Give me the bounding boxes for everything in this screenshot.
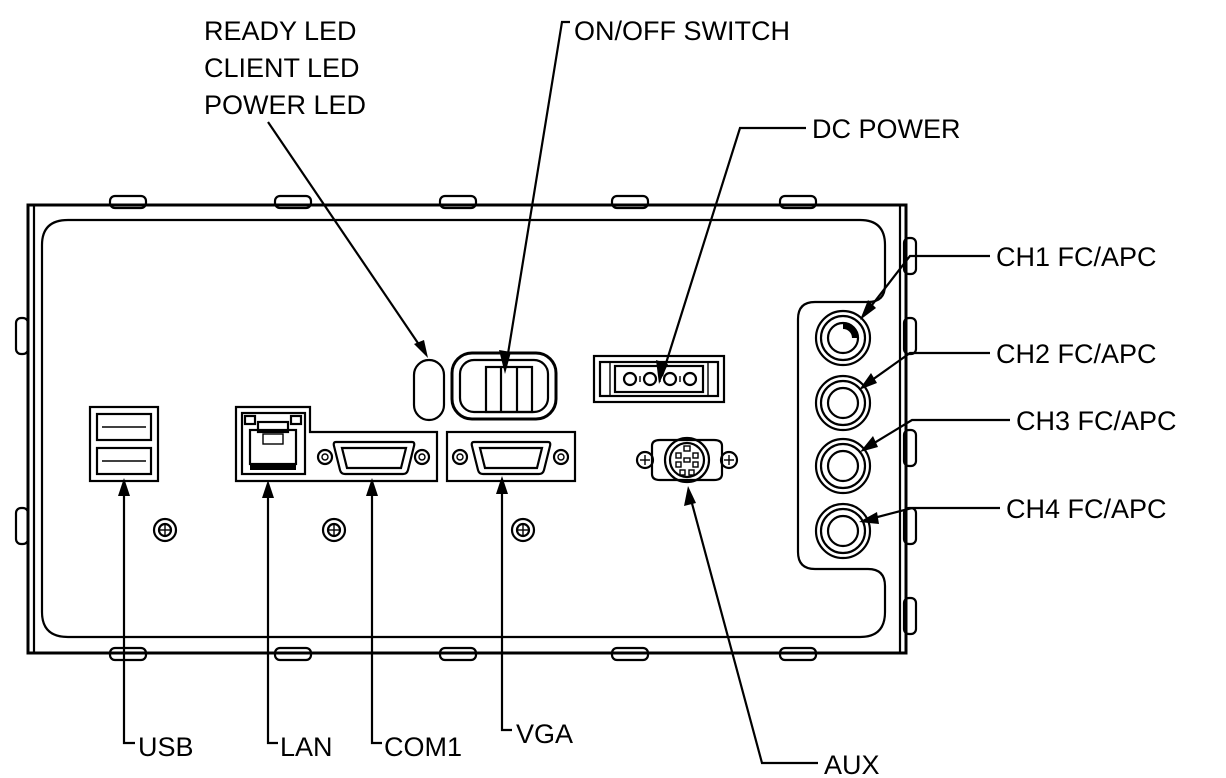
label-vga: VGA [516,719,573,749]
on-off-switch[interactable] [450,351,558,421]
label-client-led: CLIENT LED [204,53,360,83]
aux-port[interactable] [635,436,739,484]
led-window [412,358,446,422]
fc-apc-connector-ch1[interactable] [814,309,872,367]
label-dc-power: DC POWER [812,114,961,144]
label-on-off-switch: ON/OFF SWITCH [574,16,790,46]
label-ready-led: READY LED [204,16,357,46]
lan-port[interactable] [240,411,307,476]
lan-com1-plate [234,405,439,483]
fc-apc-connector-ch2[interactable] [814,374,872,432]
enclosure [14,194,918,662]
dc-power-connector[interactable] [592,354,726,404]
label-ch1: CH1 FC/APC [996,242,1157,272]
label-aux: AUX [824,750,880,778]
screw-icon [321,517,347,543]
label-usb: USB [138,732,194,762]
panel-screws [152,517,536,543]
screw-icon [510,517,536,543]
fc-apc-connector-ch4[interactable] [814,502,872,560]
fc-apc-connector-ch3[interactable] [814,437,872,495]
usb-ports[interactable] [88,405,160,483]
label-power-led: POWER LED [204,90,366,120]
label-lan: LAN [280,732,333,762]
label-ch3: CH3 FC/APC [1016,406,1177,436]
vga-port[interactable] [445,430,577,483]
label-ch2: CH2 FC/APC [996,339,1157,369]
label-ch4: CH4 FC/APC [1006,494,1167,524]
top-bumps [108,194,818,210]
com1-port[interactable] [316,440,431,476]
callout-labels: READY LED CLIENT LED POWER LED ON/OFF SW… [138,16,1177,778]
leader-lines [118,20,1010,765]
label-com1: COM1 [384,732,462,762]
screw-icon [152,517,178,543]
